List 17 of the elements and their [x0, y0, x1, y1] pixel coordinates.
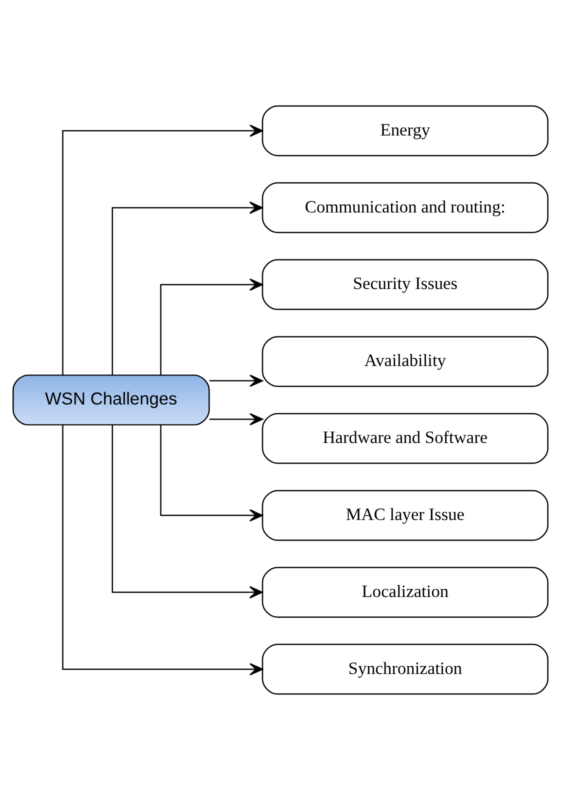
- node-box: WSN Challenges: [12, 374, 210, 426]
- arrow: [62, 124, 264, 376]
- node-box: MAC layer Issue: [262, 490, 548, 541]
- node-box: Availability: [262, 336, 548, 387]
- node-box: Communication and routing:: [262, 182, 548, 234]
- arrow: [112, 202, 263, 375]
- node-box: Synchronization: [262, 644, 548, 695]
- arrow: [62, 424, 264, 676]
- node-box: Hardware and Software: [262, 413, 548, 464]
- node-box: Energy: [262, 105, 548, 156]
- arrow: [160, 278, 263, 375]
- node-box: Localization: [262, 566, 548, 618]
- arrow: [209, 413, 264, 426]
- arrow: [209, 374, 264, 387]
- node-box: Security Issues: [262, 259, 548, 310]
- arrow: [160, 425, 263, 522]
- arrow: [112, 425, 263, 598]
